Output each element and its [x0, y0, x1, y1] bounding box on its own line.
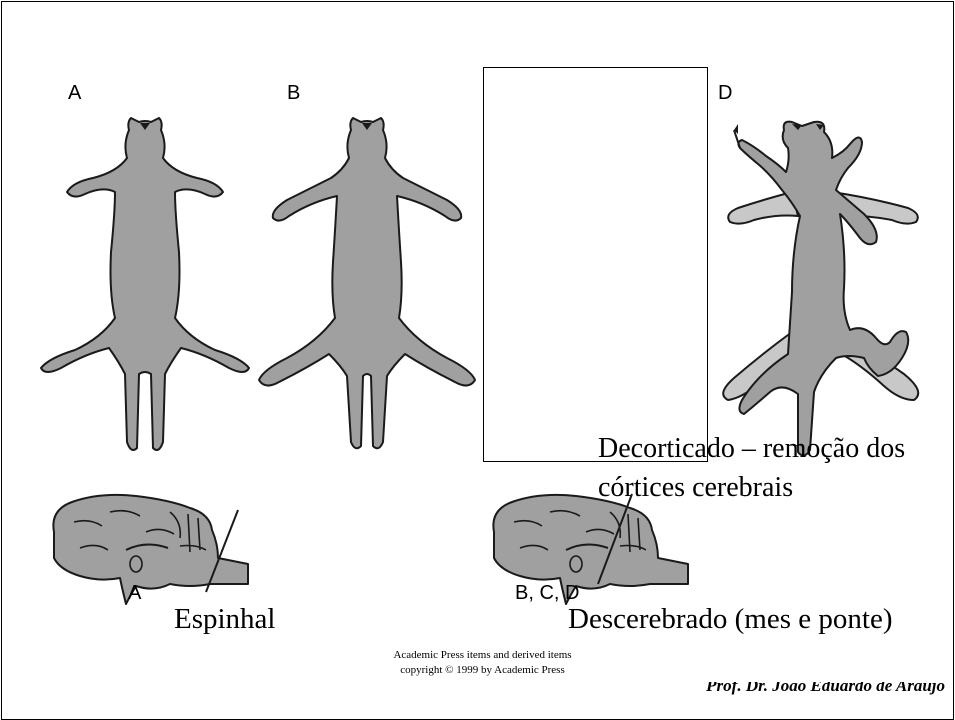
panel-label-d: D	[718, 82, 732, 105]
caption-descerebrado: Descerebrado (mes e ponte)	[568, 602, 892, 636]
caption-decorticado-line2: córtices cerebrais	[598, 471, 793, 505]
author-footer: Prof. Dr. João Eduardo de Araújo	[706, 682, 945, 702]
blank-panel-c	[483, 67, 708, 462]
panel-label-a: A	[68, 82, 81, 105]
credit-line-1: Academic Press items and derived items	[370, 648, 595, 663]
caption-espinhal: Espinhal	[174, 602, 276, 636]
brain-a-illustration	[53, 495, 248, 604]
cat-b-illustration	[259, 118, 475, 448]
cat-d-illustration	[723, 122, 918, 456]
brain-label-a: A	[128, 582, 141, 605]
copyright-credit: Academic Press items and derived items c…	[370, 648, 595, 678]
panel-label-b: B	[287, 82, 300, 105]
credit-line-2: copyright © 1999 by Academic Press	[370, 663, 595, 678]
caption-decorticado-line1: Decorticado – remoção dos	[598, 432, 905, 466]
cat-a-illustration	[41, 118, 249, 450]
author-name: Prof. Dr. João Eduardo de Araújo	[706, 682, 945, 694]
